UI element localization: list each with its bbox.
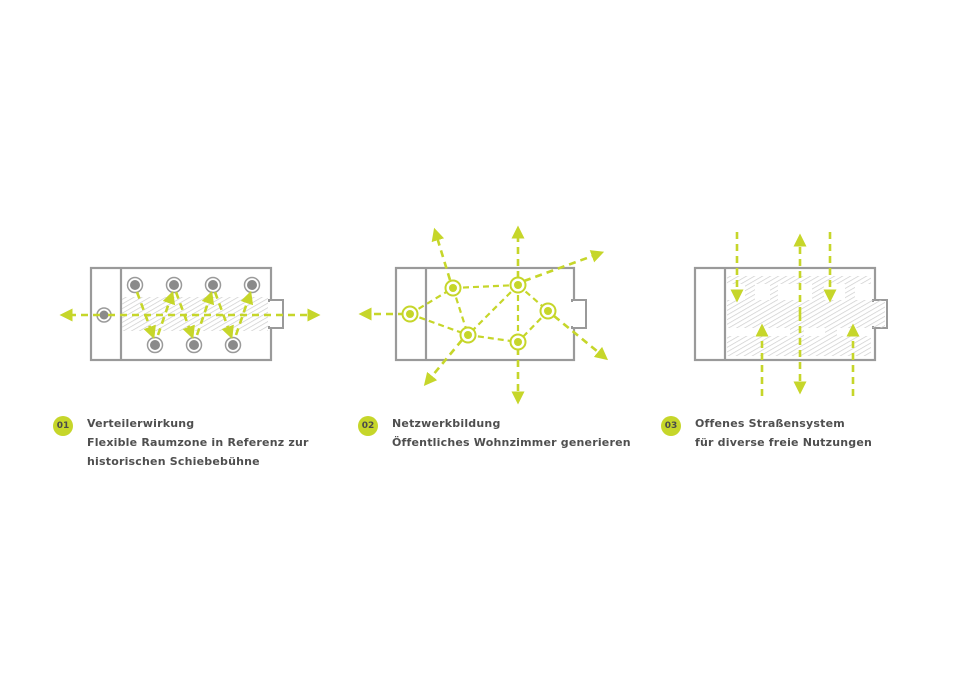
caption-text-01: Verteilerwirkung Flexible Raumzone in Re… [87, 414, 309, 471]
caption-text-03: Offenes Straßensystem für diverse freie … [695, 414, 872, 452]
network-nodes-2 [401, 276, 557, 351]
caption-02: 02 Netzwerkbildung Öffentliches Wohnzimm… [358, 414, 631, 452]
caption-title-03: Offenes Straßensystem [695, 417, 845, 430]
caption-line: für diverse freie Nutzungen [695, 436, 873, 449]
flow-arrows-1 [59, 290, 321, 340]
street-arrows-3 [730, 232, 860, 396]
diagram-2-network [358, 225, 609, 405]
diagram-3-street-system [693, 232, 888, 396]
caption-line: Öffentliches Wohnzimmer generieren [392, 436, 631, 449]
caption-title-01: Verteilerwirkung [87, 417, 195, 430]
caption-01: 01 Verteilerwirkung Flexible Raumzone in… [53, 414, 309, 471]
number-badge-03: 03 [661, 416, 681, 436]
building-notch-2 [571, 299, 587, 329]
hatched-plan-3 [727, 276, 885, 356]
caption-text-02: Netzwerkbildung Öffentliches Wohnzimmer … [392, 414, 631, 452]
caption-03: 03 Offenes Straßensystem für diverse fre… [661, 414, 872, 452]
number-badge-01: 01 [53, 416, 73, 436]
caption-line: historischen Schiebebühne [87, 455, 260, 468]
number-badge-02: 02 [358, 416, 378, 436]
network-arrows-2 [358, 225, 609, 405]
node-markers-1 [96, 276, 261, 354]
caption-line: Flexible Raumzone in Referenz zur [87, 436, 309, 449]
caption-title-02: Netzwerkbildung [392, 417, 501, 430]
diagram-1-distribution [59, 266, 321, 362]
